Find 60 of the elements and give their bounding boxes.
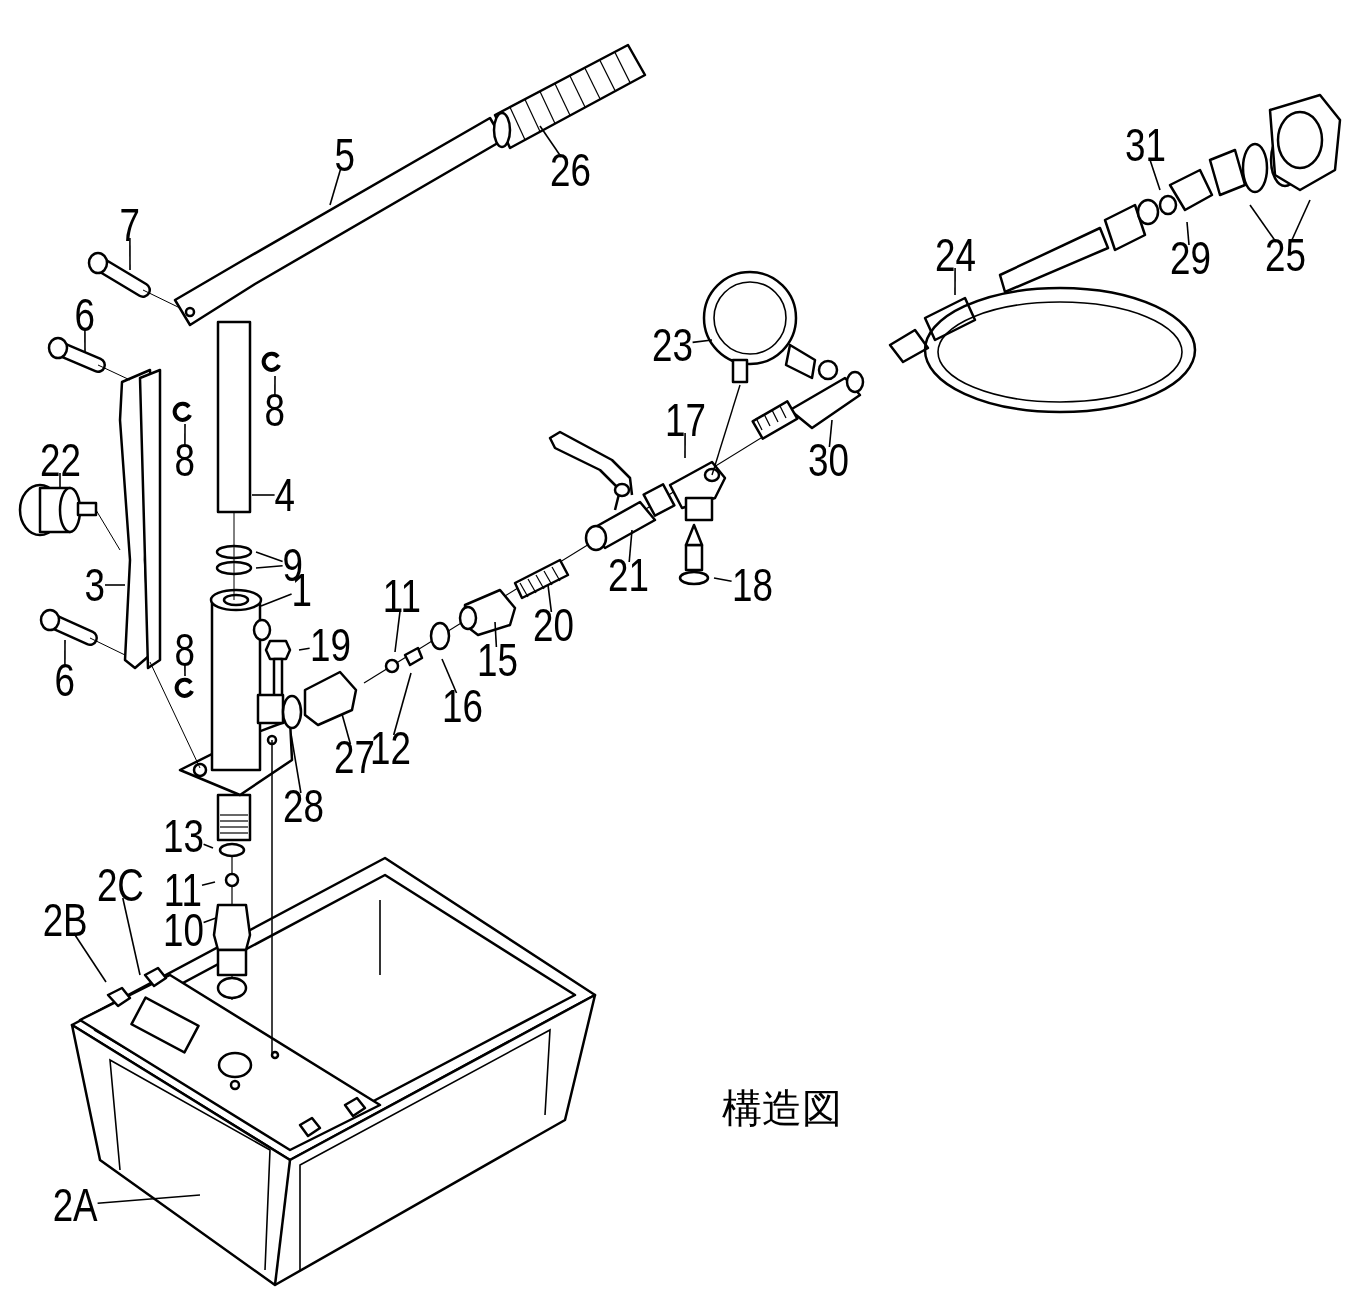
callout-number: 16 <box>441 689 483 723</box>
callout-number: 5 <box>334 138 356 172</box>
leader-line <box>298 647 311 651</box>
leader-line <box>341 713 352 745</box>
callout-number: 2C <box>96 868 144 902</box>
leader-line <box>129 237 131 271</box>
leader-line <box>1186 221 1190 246</box>
leader-line <box>691 339 713 344</box>
leader-line <box>122 897 141 976</box>
callout-number: 18 <box>731 568 773 602</box>
callout-number: 25 <box>1264 238 1306 272</box>
drawing-title: 構造図 <box>722 1085 842 1131</box>
leader-line <box>260 593 293 607</box>
callout-number: 8 <box>174 633 196 667</box>
callout-number: 2B <box>42 903 88 937</box>
leader-line <box>684 432 686 459</box>
callout-number: 4 <box>274 478 296 512</box>
callout-number: 15 <box>476 643 518 677</box>
callout-number: 6 <box>54 663 76 697</box>
callout-number: 11 <box>163 873 202 907</box>
leader-line <box>441 658 458 694</box>
callout-number: 6 <box>74 298 96 332</box>
callout-number: 2A <box>52 1188 98 1222</box>
leader-line <box>494 621 498 648</box>
leader-line <box>713 577 733 582</box>
leader-line <box>255 551 284 563</box>
leader-line <box>329 167 342 206</box>
leader-line <box>251 494 276 496</box>
callout-number: 21 <box>607 558 649 592</box>
callout-number: 13 <box>162 819 204 853</box>
callout-number: 26 <box>549 153 591 187</box>
leader-line <box>828 419 833 448</box>
callout-number: 3 <box>84 568 106 602</box>
callout-number: 10 <box>162 913 204 947</box>
callout-number: 11 <box>382 579 421 613</box>
callout-number: 20 <box>532 608 574 642</box>
callout-number: 29 <box>1169 241 1211 275</box>
leader-line <box>255 565 284 569</box>
leader-line <box>59 472 61 489</box>
callout-number: 30 <box>807 443 849 477</box>
callout-number: 8 <box>264 393 286 427</box>
callout-number: 31 <box>1124 128 1166 162</box>
leader-line <box>202 917 217 924</box>
leader-line <box>290 733 302 794</box>
callout-number: 28 <box>282 789 324 823</box>
leader-line <box>104 584 126 586</box>
callout-number: 17 <box>664 403 706 437</box>
leader-line <box>96 1194 201 1204</box>
callout-number: 7 <box>119 208 141 242</box>
callout-number: 8 <box>174 443 196 477</box>
leader-line <box>547 584 553 613</box>
leader-line <box>201 881 216 886</box>
leader-line <box>954 267 956 296</box>
leader-line <box>628 529 633 563</box>
callout-number: 23 <box>651 328 693 362</box>
leader-line <box>392 672 412 736</box>
callout-number: 22 <box>39 443 81 477</box>
leader-line <box>202 843 214 849</box>
callout-number: 19 <box>309 628 351 662</box>
callout-number: 24 <box>934 238 976 272</box>
